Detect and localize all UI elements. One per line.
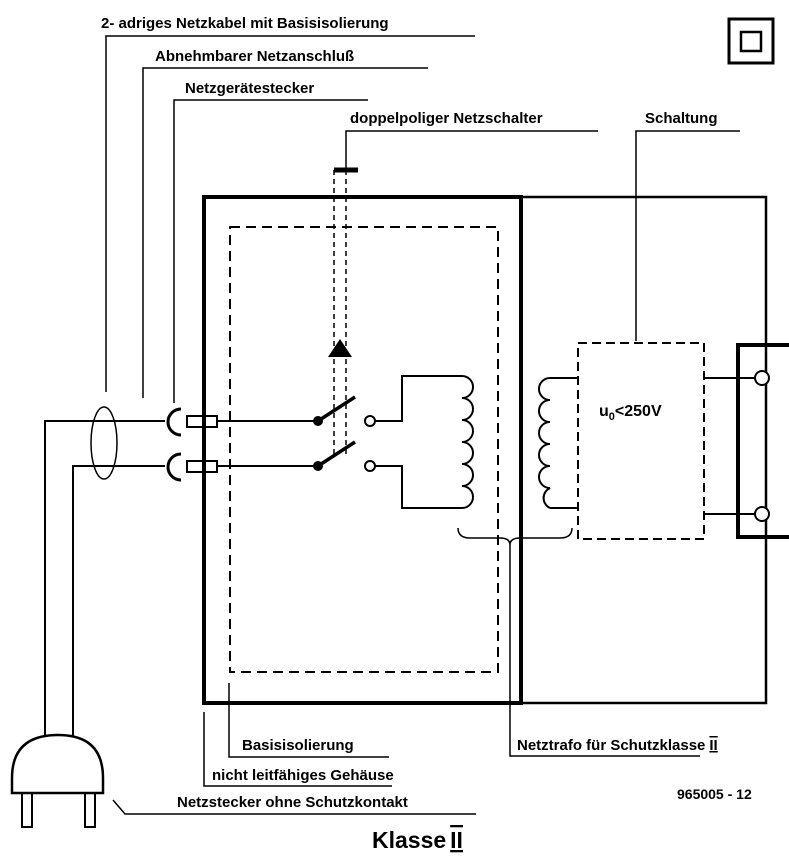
detachable-connection-label: Abnehmbarer Netzanschluß: [155, 48, 354, 65]
enclosures: [202, 195, 768, 705]
double-pole-switch: [217, 167, 376, 472]
voltage-label: u0<250V: [599, 403, 662, 423]
label-leader-lines: [105, 35, 740, 815]
circuit-box: [577, 342, 705, 540]
plug-label: Netzstecker ohne Schutzkontakt: [177, 794, 408, 811]
mains-cable: [44, 406, 165, 740]
class-ii-symbol-icon: [727, 17, 775, 65]
appliance-connector-label: Netzgerätestecker: [185, 80, 314, 97]
mains-plug-icon: [10, 733, 105, 828]
switch-label: doppelpoliger Netzschalter: [350, 110, 543, 127]
appliance-connector-icon: [166, 392, 218, 495]
circuit-label: Schaltung: [645, 110, 718, 127]
basic-insulation-label: Basisisolierung: [242, 737, 354, 754]
output-terminal-block: [704, 343, 789, 539]
circuit-section-frame: [519, 195, 768, 705]
mains-transformer: [375, 375, 578, 546]
cable-label: 2- adriges Netzkabel mit Basisisolierung: [101, 15, 389, 32]
reference-number: 965005 - 12: [677, 786, 752, 802]
basic-insulation-boundary: [229, 226, 499, 673]
enclosure-label: nicht leitfähiges Gehäuse: [212, 767, 394, 784]
